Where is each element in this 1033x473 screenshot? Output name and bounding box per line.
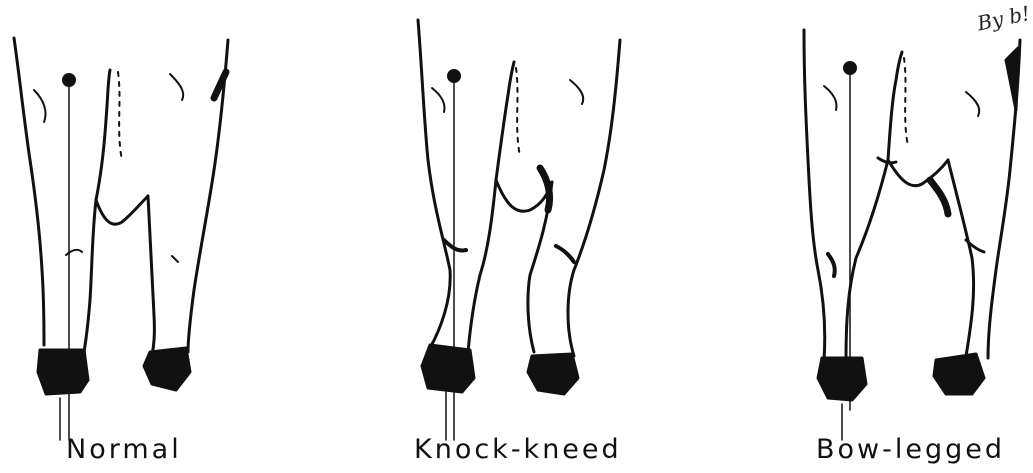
- label-bow-legged: Bow-legged: [816, 432, 1005, 468]
- bow-legged-legs-figure: [804, 30, 1020, 440]
- label-knock-kneed: Knock-kneed: [414, 432, 622, 468]
- knock-kneed-legs-figure: [418, 20, 620, 440]
- normal-legs-figure: [14, 38, 228, 440]
- label-normal: Normal: [66, 432, 182, 468]
